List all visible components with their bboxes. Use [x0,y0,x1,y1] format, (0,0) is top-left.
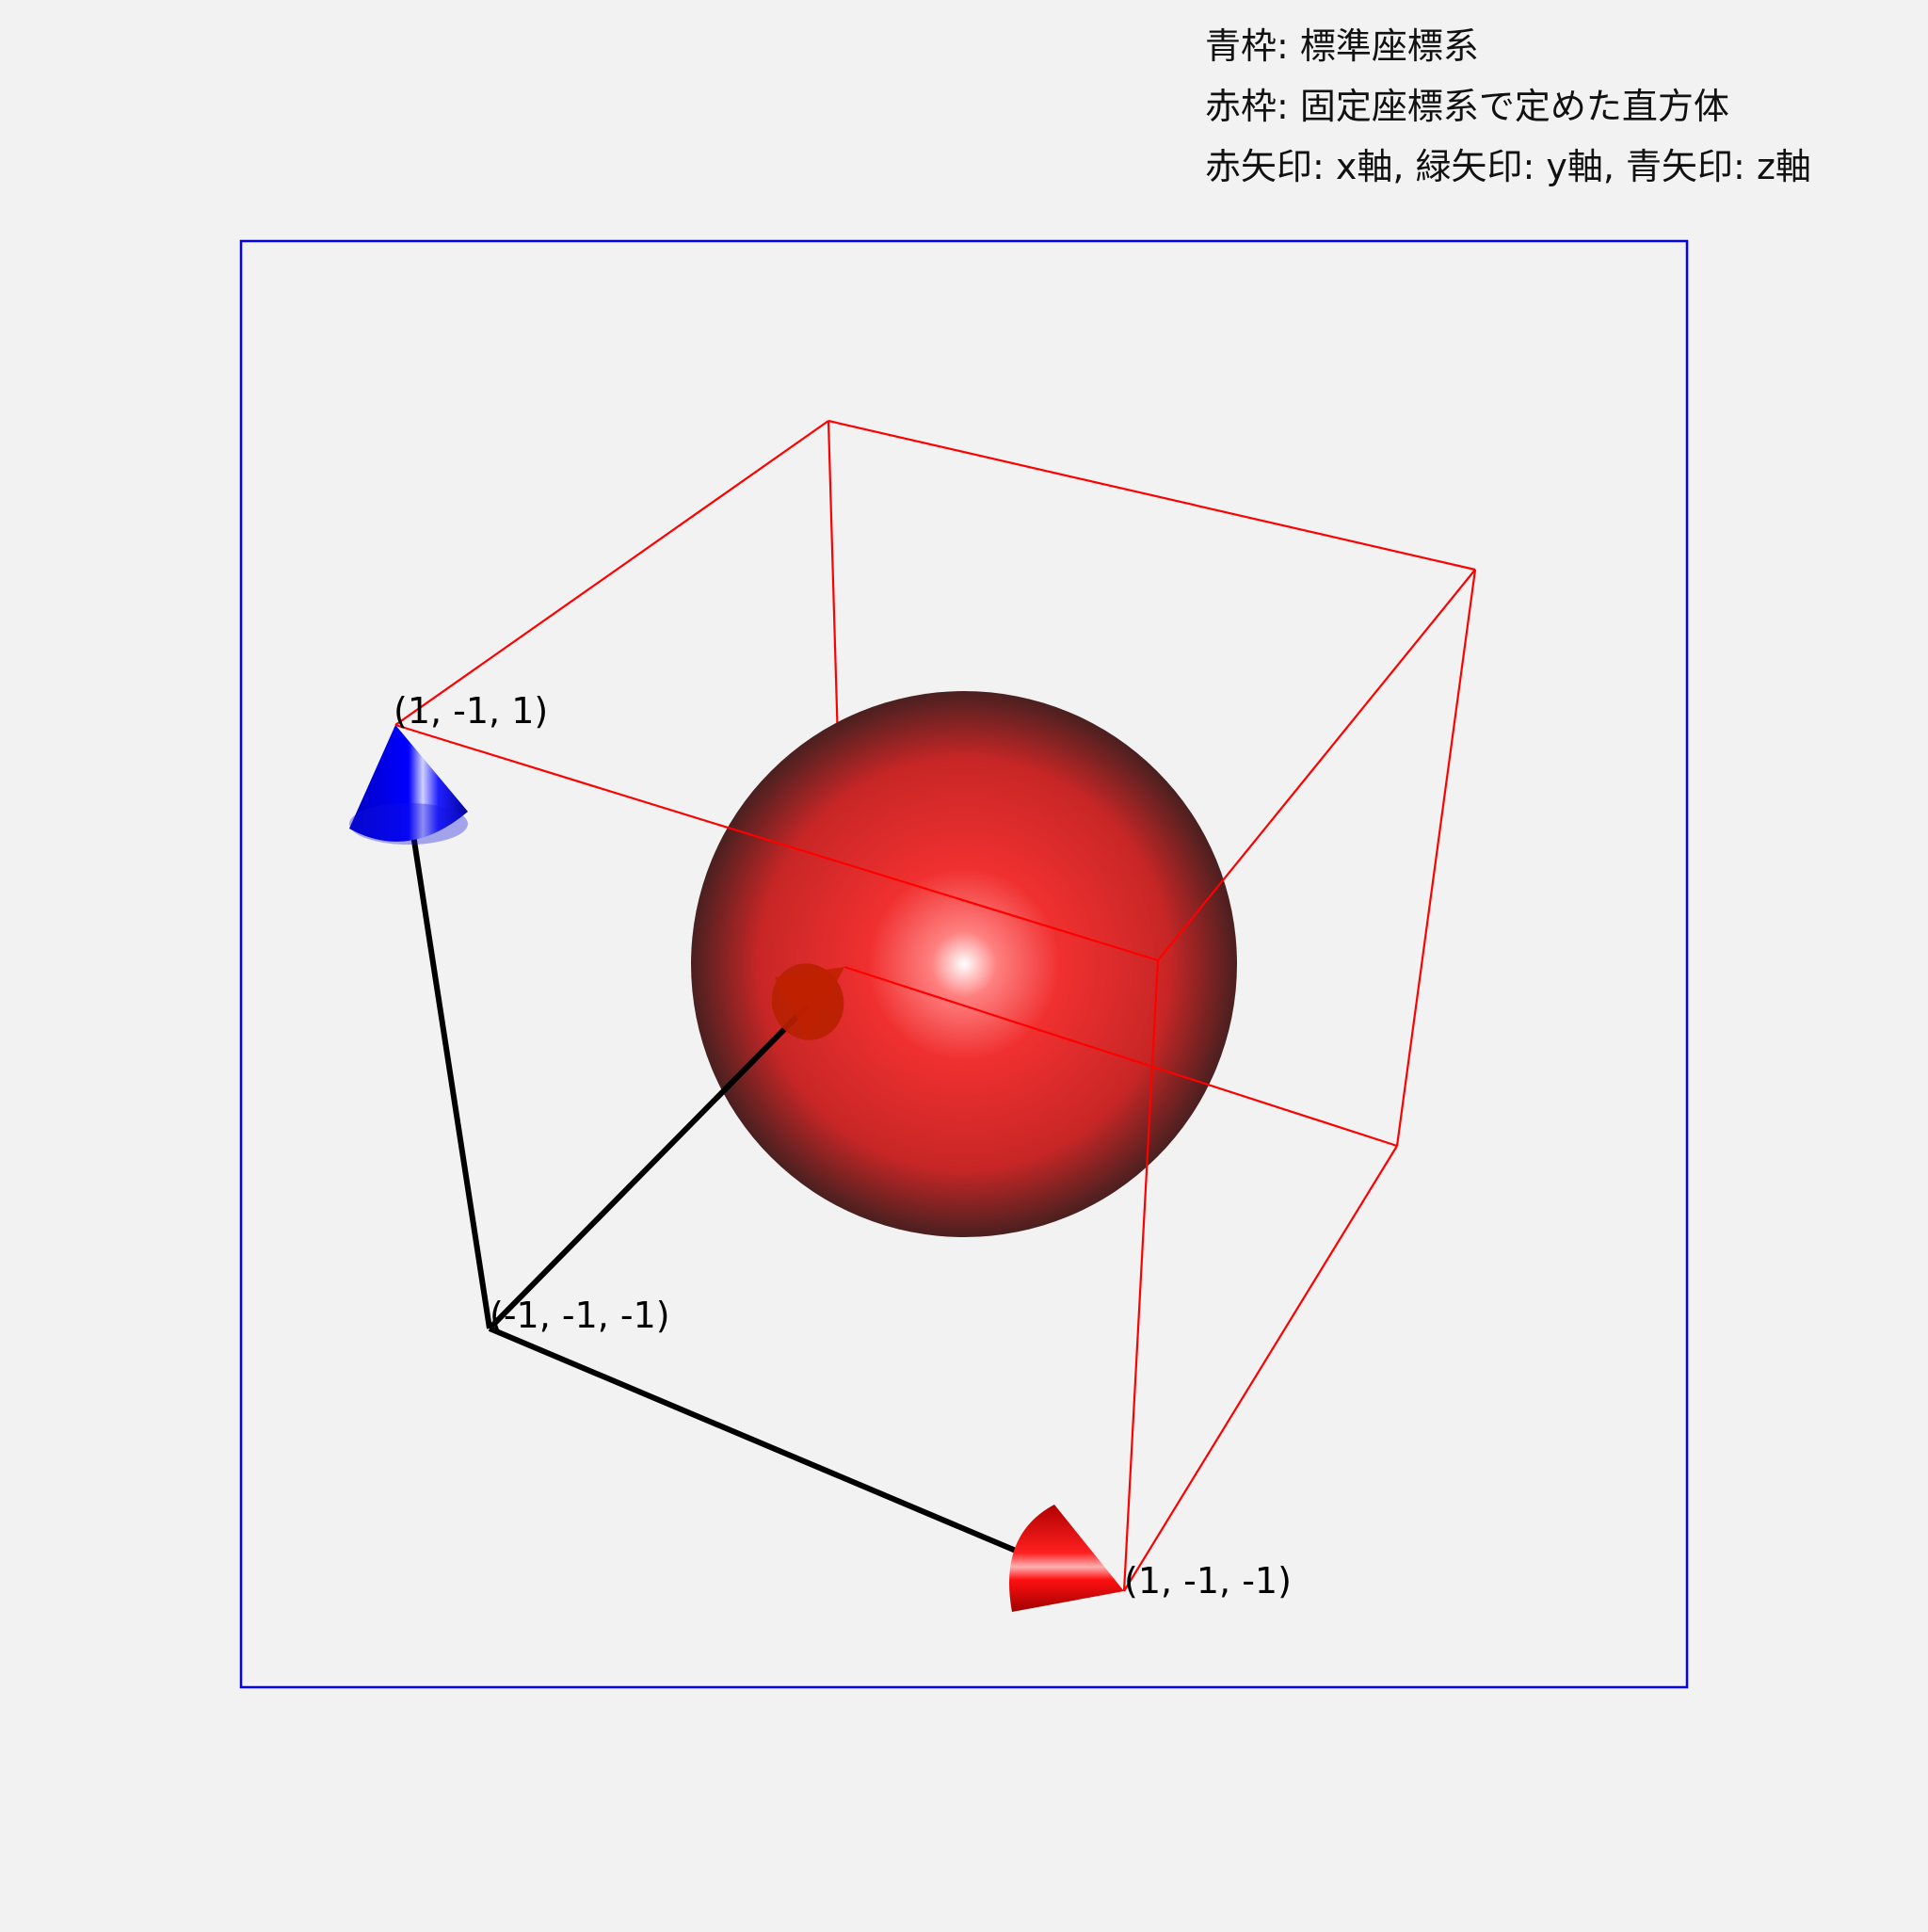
y-axis-arrow [487,963,844,1331]
label-origin: (-1, -1, -1) [490,1295,670,1336]
standard-frame [239,239,1689,1689]
fixed-box-front-edges [394,569,1477,1592]
legend-standard-frame: 青枠: 標準座標系 [1205,25,1479,67]
label-z-end: (1, -1, 1) [394,690,548,732]
x-axis-arrow [488,1326,1124,1612]
label-x-end: (1, -1, -1) [1124,1560,1292,1602]
sphere [691,691,1237,1237]
legend-fixed-box: 赤枠: 固定座標系で定めた直方体 [1205,86,1729,127]
z-axis-arrow [349,725,492,1329]
legend-axis-arrows: 赤矢印: x軸, 緑矢印: y軸, 青矢印: z軸 [1205,146,1811,187]
